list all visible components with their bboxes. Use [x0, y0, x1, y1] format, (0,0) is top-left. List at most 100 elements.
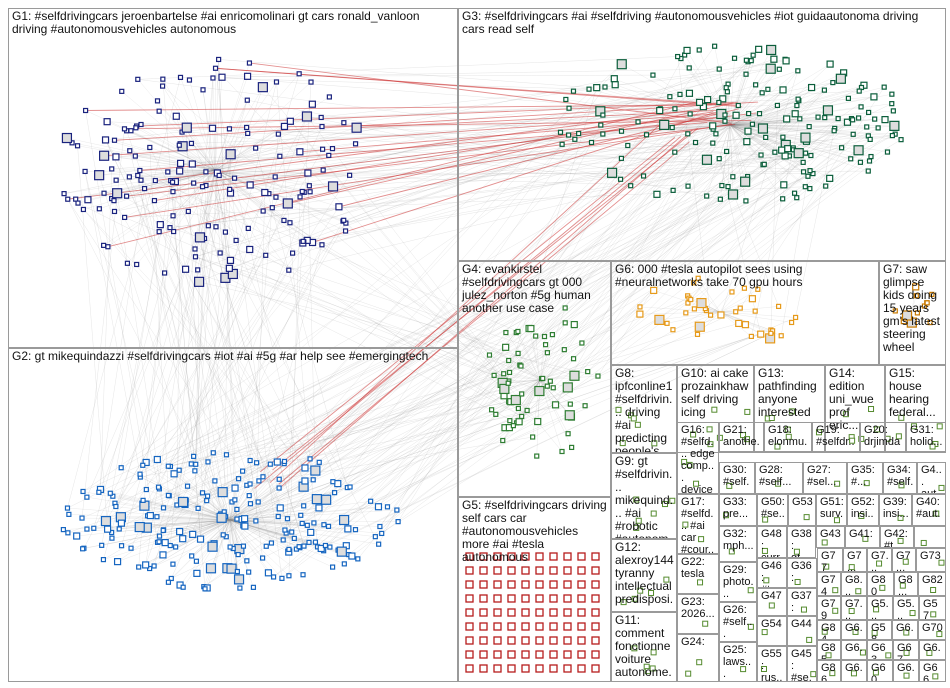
group-label-g57: G57	[923, 598, 938, 620]
group-label-g30: G30: #self...	[723, 464, 750, 494]
node	[524, 407, 530, 414]
group-label-g63: G63	[871, 642, 886, 660]
node	[889, 120, 900, 131]
node	[507, 664, 516, 673]
node	[636, 310, 644, 318]
node	[775, 480, 782, 487]
node	[848, 608, 855, 615]
node	[858, 435, 865, 442]
node	[267, 461, 273, 467]
node	[559, 141, 565, 147]
node	[722, 112, 728, 118]
node	[825, 652, 832, 659]
group-box-g82: G82	[918, 572, 946, 596]
node	[706, 426, 713, 433]
group-label-g11: G11: comment fonctionne voiture autonome…	[615, 613, 672, 682]
node	[768, 602, 775, 609]
node	[724, 148, 730, 155]
node	[912, 283, 920, 291]
group-box-g39: G39: insi...	[879, 494, 912, 526]
node	[170, 189, 176, 195]
node	[479, 608, 488, 617]
group-label-g35: G35: #...	[851, 464, 875, 488]
node	[794, 578, 801, 585]
node	[788, 408, 795, 415]
node	[779, 86, 787, 94]
node	[507, 552, 516, 561]
node	[549, 650, 558, 659]
node	[395, 519, 401, 525]
group-label-g71: G7...	[845, 598, 863, 620]
node	[521, 664, 530, 673]
node	[586, 86, 592, 92]
node	[170, 213, 176, 219]
group-box-g63: G63	[867, 640, 893, 660]
group-label-g7: G7: saw glimpse kids doing 15 years gm's…	[883, 262, 940, 354]
node	[807, 168, 813, 174]
node	[218, 73, 226, 81]
node	[235, 551, 241, 558]
node	[803, 150, 809, 156]
group-label-g39: G39: insi...	[883, 496, 909, 520]
node	[871, 629, 878, 636]
group-box-g19: G19: #selfdr...	[812, 422, 860, 452]
node	[932, 673, 939, 680]
node	[169, 179, 176, 185]
node	[784, 426, 791, 433]
node	[753, 82, 759, 88]
group-box-g25: G25: laws...	[719, 642, 757, 682]
node	[650, 649, 657, 656]
node	[507, 418, 513, 424]
node	[635, 119, 641, 125]
node	[821, 87, 827, 93]
node	[618, 155, 624, 161]
node	[507, 594, 516, 603]
node	[479, 566, 488, 575]
node	[486, 352, 493, 358]
group-label-g70: G70	[922, 622, 943, 634]
node	[744, 127, 752, 135]
node	[752, 308, 758, 314]
group-label-g1: G1: #selfdrivingcars jeroenbartelse #ai …	[12, 9, 420, 36]
node	[84, 494, 90, 500]
node	[927, 319, 933, 326]
node	[465, 580, 474, 589]
node	[707, 441, 714, 448]
node	[160, 76, 166, 82]
node	[479, 580, 488, 589]
node	[277, 153, 283, 159]
node	[374, 503, 383, 511]
node	[225, 264, 233, 272]
node	[192, 468, 198, 474]
node	[105, 244, 111, 250]
node	[821, 539, 828, 546]
node	[704, 193, 710, 199]
node	[600, 112, 606, 118]
node	[246, 181, 254, 189]
node	[311, 520, 317, 526]
node	[223, 452, 230, 458]
node	[137, 471, 143, 477]
node	[376, 541, 382, 547]
node	[263, 543, 269, 549]
node	[875, 125, 881, 131]
node	[300, 572, 306, 578]
node	[79, 515, 85, 521]
node	[503, 329, 509, 336]
node	[261, 188, 269, 197]
node	[858, 104, 864, 110]
node	[193, 461, 199, 467]
node	[304, 169, 312, 177]
group-label-g3: G3: #selfdrivingcars #ai #selfdriving #a…	[462, 9, 919, 36]
group-box-g80: G80	[867, 572, 894, 596]
node	[549, 594, 558, 603]
node	[793, 548, 800, 555]
node	[762, 516, 769, 523]
node	[519, 391, 525, 397]
node	[776, 66, 782, 72]
node	[759, 90, 765, 96]
node	[82, 168, 88, 175]
node	[521, 650, 530, 659]
node	[633, 524, 640, 531]
group-label-g51: G51: surv...	[820, 496, 844, 526]
